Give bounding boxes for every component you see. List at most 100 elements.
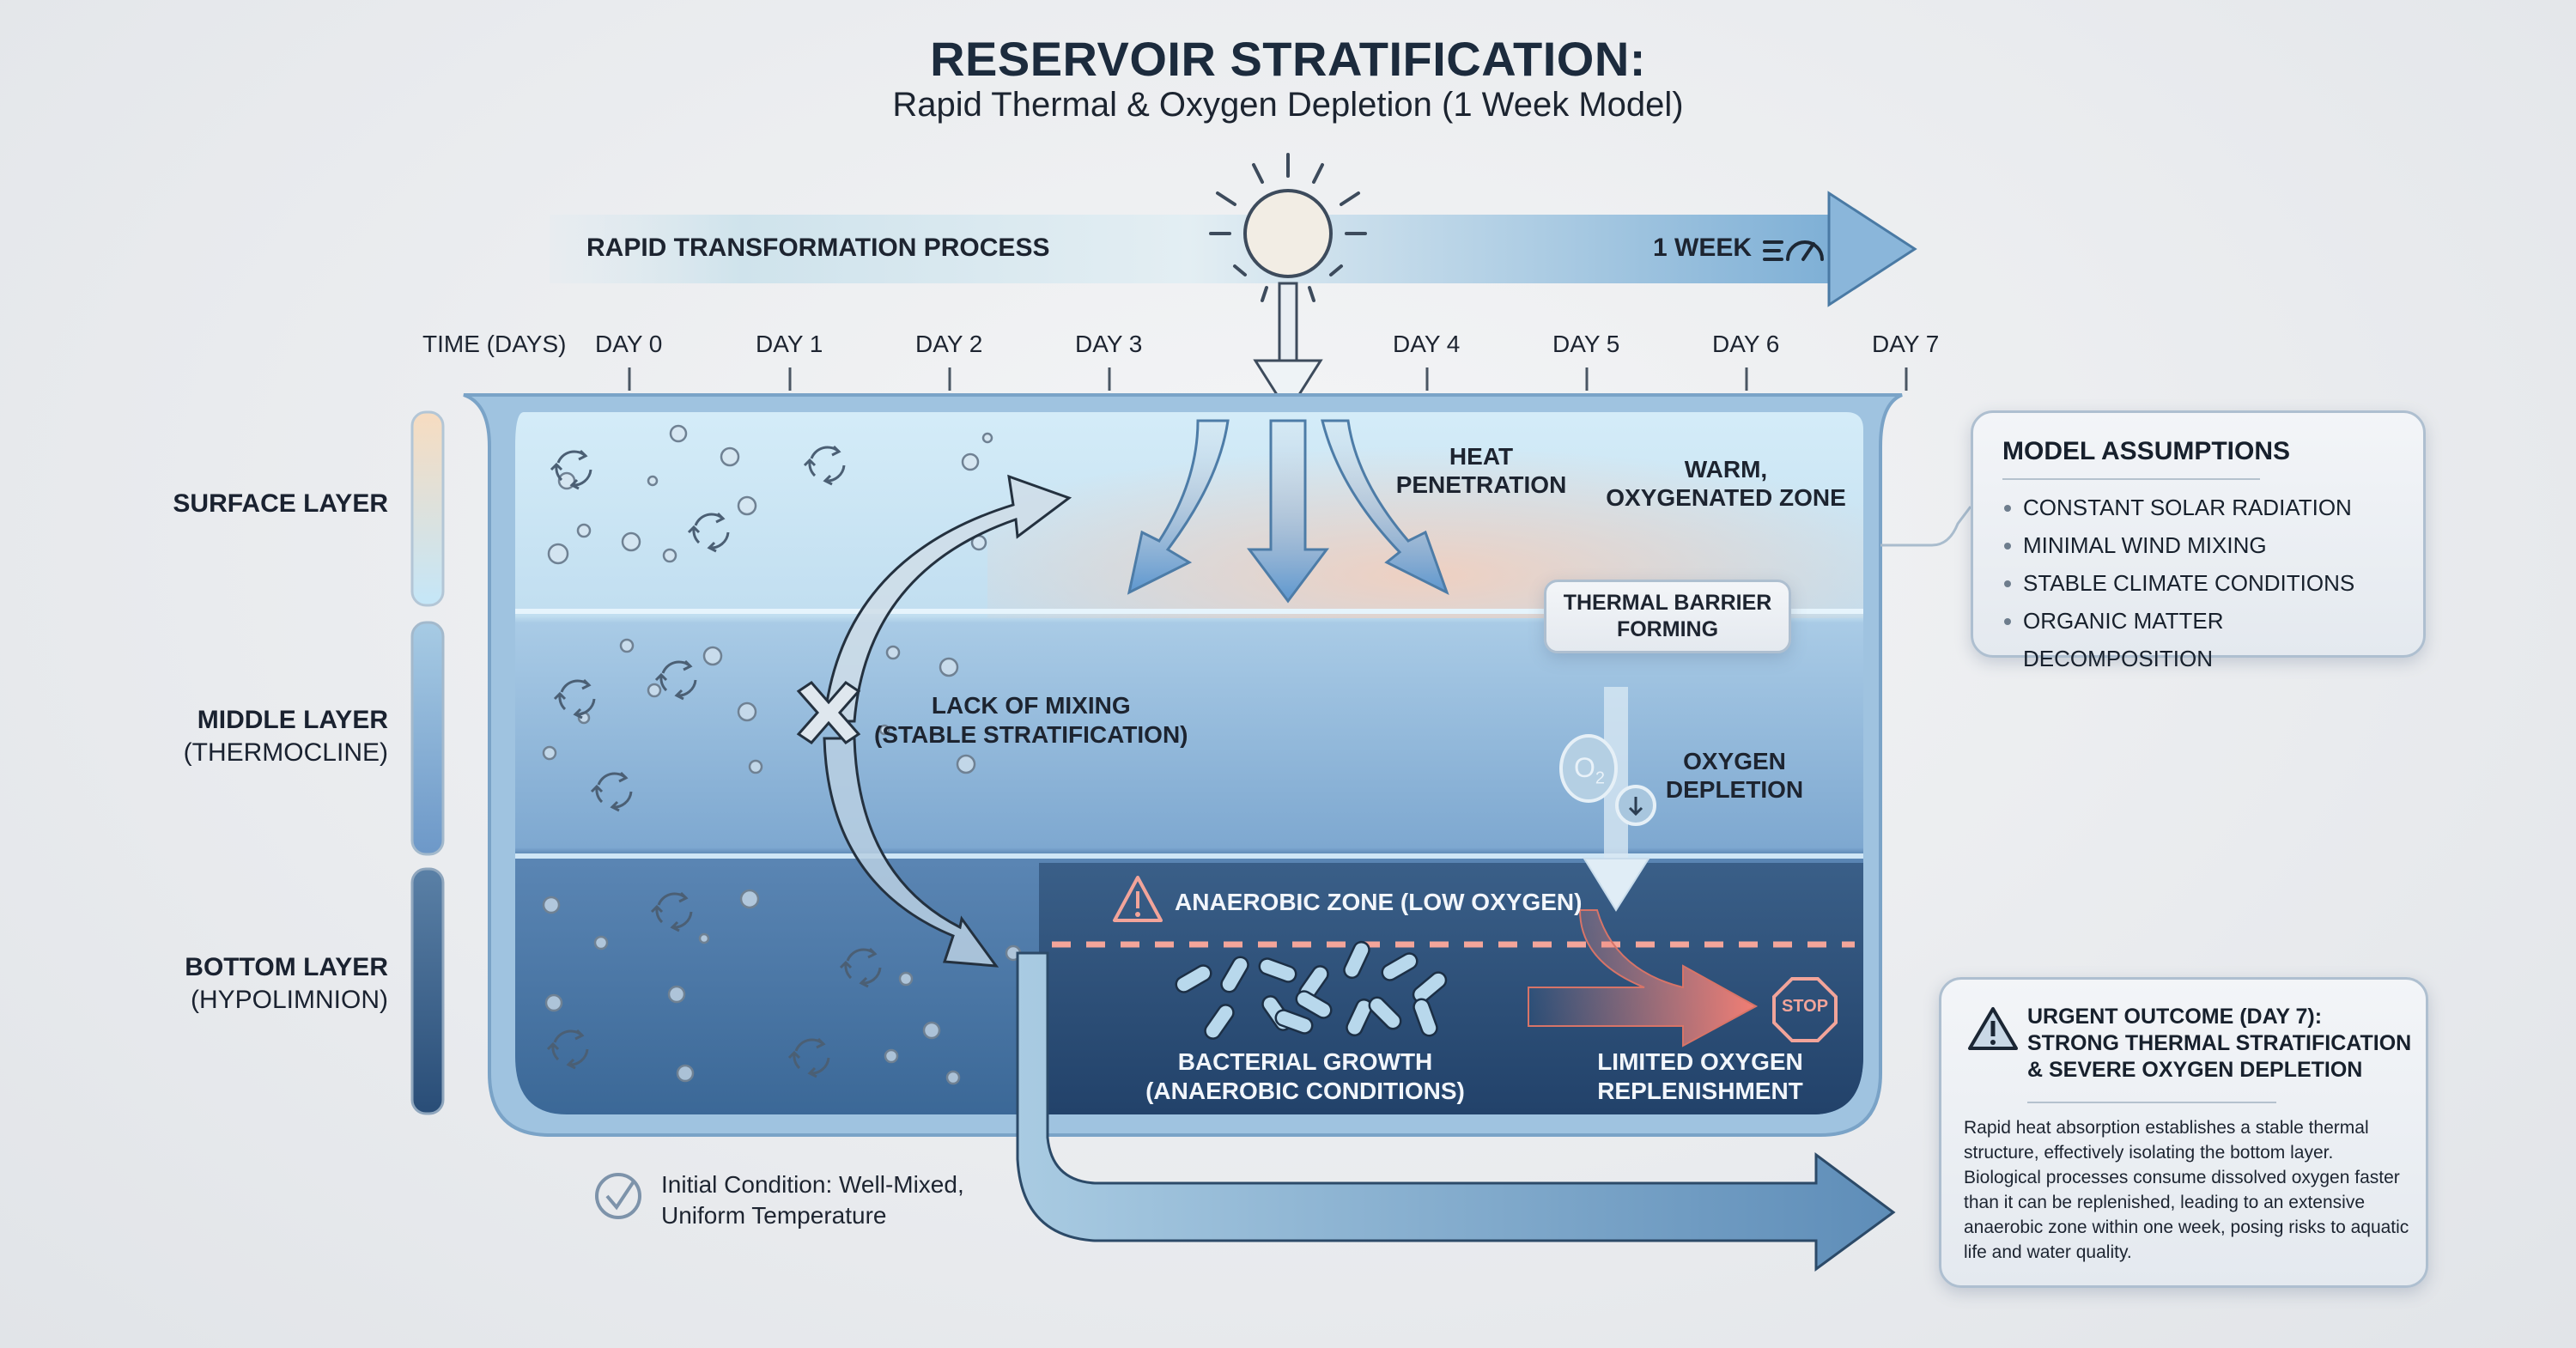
mixing-cycle-icon — [803, 445, 846, 486]
layer-label-bottom: BOTTOM LAYER (HYPOLIMNION) — [185, 953, 388, 1014]
bubble — [621, 531, 641, 552]
stop-sign-label: STOP — [1781, 997, 1829, 1016]
bubble — [544, 993, 563, 1012]
bubble — [576, 523, 592, 538]
page-title: RESERVOIR STRATIFICATION: — [930, 32, 1646, 86]
bubble — [878, 724, 890, 736]
bubble — [667, 985, 686, 1004]
urgent-outcome-card: URGENT OUTCOME (DAY 7): STRONG THERMAL S… — [1939, 977, 2428, 1288]
bubble — [669, 424, 688, 443]
speedometer-icon — [1763, 240, 1824, 261]
assumption-item: ORGANIC MATTER DECOMPOSITION — [2002, 602, 2394, 677]
bottom-layer-bar — [410, 867, 445, 1115]
mixing-cycle-icon — [654, 659, 697, 701]
bubble — [698, 932, 710, 944]
bubble — [720, 446, 740, 467]
model-assumptions-card: MODEL ASSUMPTIONS CONSTANT SOLAR RADIATI… — [1971, 410, 2426, 671]
bacterium — [1413, 998, 1438, 1037]
mixing-cycle-icon — [546, 1029, 589, 1070]
bacterium — [1258, 957, 1297, 983]
bacterium — [1343, 940, 1370, 980]
outflow-arrow — [1016, 951, 1896, 1272]
bubble — [647, 475, 659, 487]
bacterium — [1346, 998, 1373, 1037]
bacterium — [1204, 1004, 1235, 1040]
bacterium — [1381, 952, 1419, 981]
timeline-axis-label: TIME (DAYS) — [422, 331, 567, 357]
surface-layer-bar — [410, 410, 445, 607]
timeline-tick-label: DAY 5 — [1552, 331, 1620, 357]
bubble — [748, 759, 763, 774]
bacterium — [1175, 964, 1212, 993]
bubble — [702, 646, 723, 666]
layer-label-surface: SURFACE LAYER — [173, 489, 388, 518]
bubble — [945, 1070, 961, 1085]
lack-of-mixing-label: LACK OF MIXING(STABLE STRATIFICATION) — [874, 692, 1188, 748]
mixing-cycle-icon — [839, 947, 882, 988]
divider — [2002, 478, 2260, 480]
mixing-cycle-icon — [687, 512, 730, 553]
mixing-cycle-icon — [590, 771, 633, 812]
process-duration: 1 WEEK — [1653, 234, 1753, 262]
anaerobic-warning-icon — [1113, 876, 1163, 922]
bacterium — [1368, 996, 1402, 1030]
bubble — [898, 971, 914, 987]
mixing-cycle-icon — [550, 449, 592, 490]
process-label: RAPID TRANSFORMATION PROCESS — [586, 234, 1050, 262]
warning-icon — [1968, 1007, 2018, 1050]
bacterium — [1274, 1009, 1314, 1035]
middle-layer-bar — [410, 621, 445, 856]
bacteria-icons — [1175, 940, 1448, 1040]
thermal-barrier-badge: THERMAL BARRIER FORMING — [1544, 580, 1791, 653]
bubble — [547, 543, 569, 565]
assumption-item: STABLE CLIMATE CONDITIONS — [2002, 564, 2394, 602]
bubble — [981, 432, 993, 444]
bacterium — [1295, 990, 1333, 1019]
sunlight-arrow — [1253, 282, 1323, 415]
mixing-cycle-icon — [650, 891, 693, 932]
sun-icon — [1209, 153, 1367, 302]
stop-sign-icon — [1772, 977, 1838, 1042]
mixing-cycle-icon — [553, 678, 596, 720]
timeline-tick-label: DAY 3 — [1075, 331, 1143, 357]
timeline-tick-label: DAY 7 — [1872, 331, 1940, 357]
bubble — [542, 745, 557, 761]
blocked-mixing-x-icon — [796, 681, 861, 744]
model-assumptions-title: MODEL ASSUMPTIONS — [2002, 437, 2291, 465]
bubble — [956, 754, 976, 774]
water-bubbles — [542, 424, 1022, 1085]
o2-molecule-icon — [1559, 734, 1656, 826]
bubble — [737, 701, 757, 722]
timeline-tick-label: DAY 1 — [756, 331, 823, 357]
bubble — [593, 935, 609, 950]
bubble — [885, 645, 901, 660]
timeline-tick-label: DAY 4 — [1393, 331, 1461, 357]
mixing-icons — [546, 445, 882, 1078]
bubble — [961, 452, 980, 471]
urgent-outcome-title: URGENT OUTCOME (DAY 7): STRONG THERMAL S… — [2027, 1005, 2412, 1082]
bacterial-growth-label: BACTERIAL GROWTH(ANAEROBIC CONDITIONS) — [1145, 1048, 1465, 1104]
bubble — [619, 638, 635, 653]
page-subtitle: Rapid Thermal & Oxygen Depletion (1 Week… — [892, 86, 1684, 124]
bubble — [939, 657, 959, 677]
timeline-tick-label: DAY 2 — [915, 331, 983, 357]
bubble — [676, 1064, 695, 1083]
o2-label: O2 — [1574, 752, 1606, 788]
divider — [2027, 1102, 2276, 1103]
warm-zone-label: WARM,OXYGENATED ZONE — [1606, 456, 1846, 511]
mixing-cycle-icon — [787, 1037, 830, 1078]
check-circle-icon — [595, 1173, 641, 1219]
limited-oxygen-arrow — [1528, 909, 1759, 1047]
bubble — [737, 495, 757, 516]
assumptions-connector — [1880, 506, 1972, 547]
bubble — [542, 896, 561, 914]
timeline-ticks — [628, 367, 1908, 391]
anaerobic-zone-label: ANAEROBIC ZONE (LOW OXYGEN) — [1175, 889, 1583, 915]
bubble — [884, 1048, 899, 1064]
bacterium — [1412, 971, 1448, 1004]
